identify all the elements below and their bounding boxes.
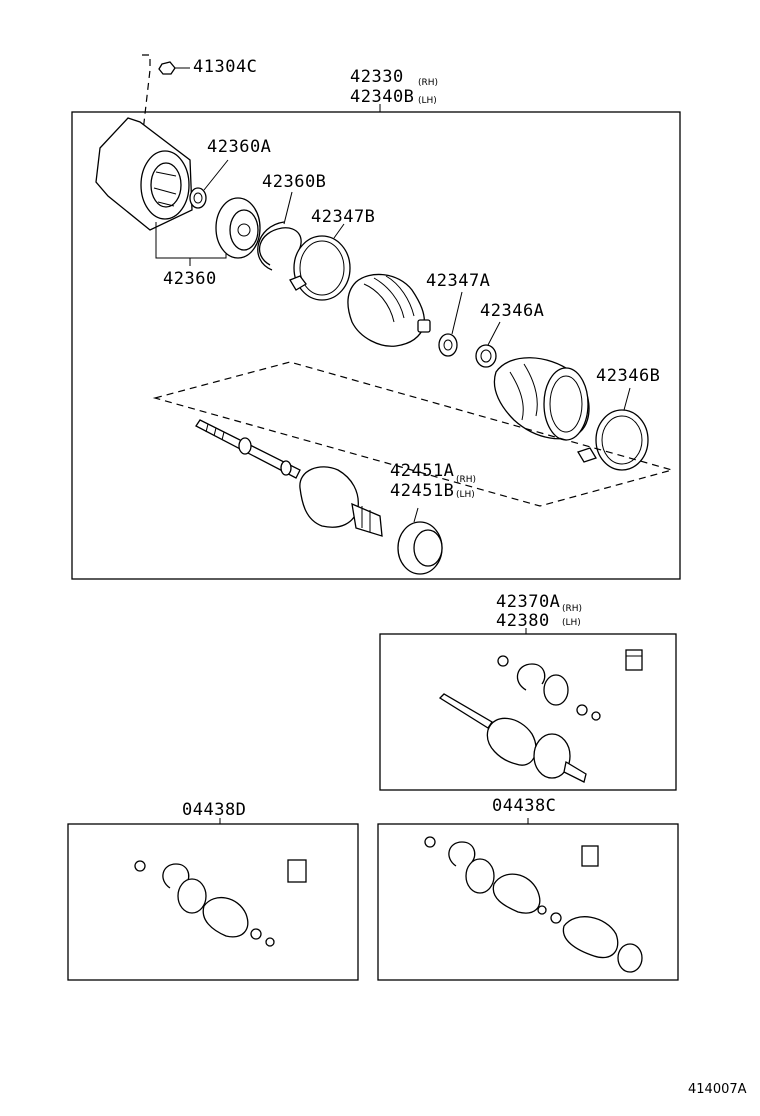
label-41304c: 41304C (193, 57, 258, 77)
kit-04438d-parts (134, 859, 307, 947)
label-42380-side: (LH) (562, 618, 581, 628)
label-42330-side: (RH) (418, 78, 439, 88)
label-42330: 42330 (350, 67, 404, 87)
label-42451b: 42451B (390, 481, 455, 501)
outboard-boot (347, 273, 431, 347)
main-assembly-box (71, 111, 681, 580)
snap-ring-42360b (257, 191, 302, 271)
clip-42360a (189, 159, 229, 209)
label-42360b: 42360B (262, 172, 327, 192)
outboard-joint-housing (95, 117, 193, 231)
label-42451b-side: (LH) (456, 490, 475, 500)
label-42340b-side: (LH) (418, 96, 437, 106)
band-42347b (289, 223, 351, 301)
dust-seal-42451a (397, 507, 443, 575)
clamp-42346a (475, 321, 501, 368)
label-42347b: 42347B (311, 207, 376, 227)
label-42451a: 42451A (390, 461, 455, 481)
kit-42370a-box (379, 633, 677, 791)
sub-assembly-outline (152, 361, 675, 507)
label-42380: 42380 (496, 611, 550, 631)
inboard-boot (493, 357, 590, 441)
label-42340b: 42340B (350, 87, 415, 107)
label-04438d: 04438D (182, 800, 247, 820)
nut-41304c (141, 54, 190, 141)
label-42347a: 42347A (426, 271, 491, 291)
kit-42370a-parts (438, 649, 643, 783)
inner-race-42360 (215, 197, 261, 259)
inboard-joint-body (299, 466, 383, 537)
label-42346a: 42346A (480, 301, 545, 321)
band-42346b (577, 387, 649, 471)
label-42360a: 42360A (207, 137, 272, 157)
diagram-reference: 414007A (688, 1082, 747, 1097)
kit-04438c-parts (424, 836, 643, 973)
label-04438c: 04438C (492, 796, 557, 816)
label-42370a-side: (RH) (562, 604, 583, 614)
kit-04438d-box (67, 823, 359, 981)
label-42360: 42360 (163, 269, 217, 289)
label-42370a: 42370A (496, 592, 561, 612)
clamp-42347a (438, 291, 463, 357)
label-42346b: 42346B (596, 366, 661, 386)
drive-shaft (195, 419, 301, 479)
label-42451a-side: (RH) (456, 475, 477, 485)
